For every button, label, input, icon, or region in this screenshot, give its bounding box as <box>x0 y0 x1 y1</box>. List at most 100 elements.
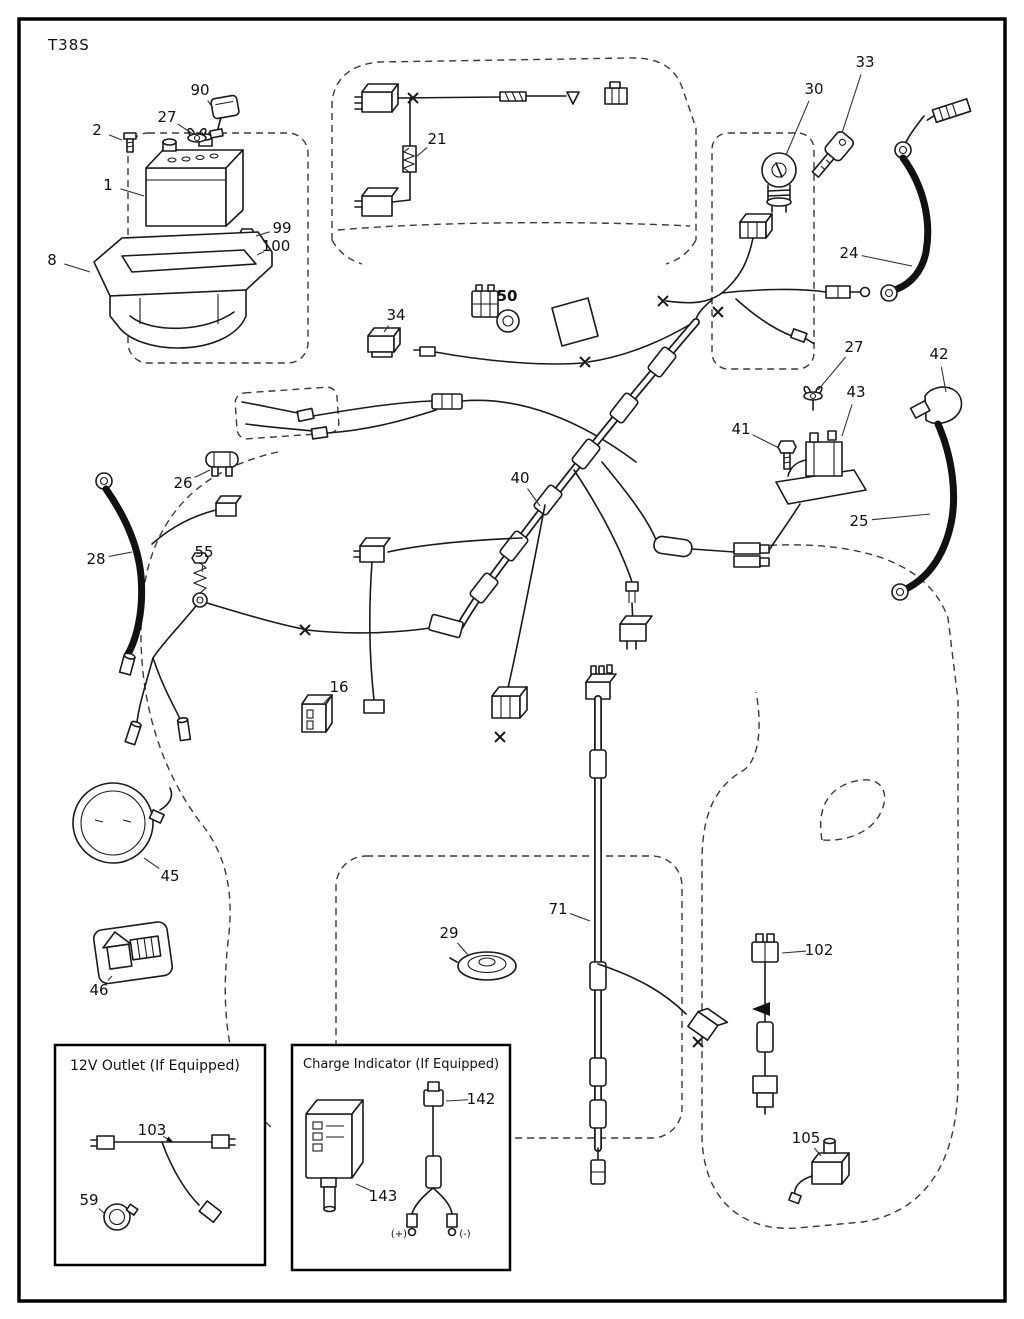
callout-27-2: 27 <box>844 338 863 356</box>
callout-leader-26 <box>194 469 211 478</box>
cable-end-connector <box>926 98 972 124</box>
fuse-holder <box>653 535 693 558</box>
callout-29: 29 <box>439 924 458 942</box>
callout-30: 30 <box>804 80 823 98</box>
hood-lip <box>331 239 697 265</box>
callout-leader-99 <box>255 231 270 237</box>
ring-terminal <box>891 583 909 601</box>
callout-leader-45 <box>143 857 160 870</box>
callout-99: 99 <box>272 219 291 237</box>
callout-90: 90 <box>190 81 209 99</box>
callout-leader-27-1 <box>177 123 194 135</box>
harness-end-connector <box>428 613 464 639</box>
callout-leader-30 <box>785 100 810 156</box>
callout-leader-29 <box>457 942 469 956</box>
callout-leader-90 <box>207 100 214 109</box>
callout-leader-1 <box>120 188 145 197</box>
callout-42: 42 <box>929 345 948 363</box>
dash-connector-group <box>665 213 871 345</box>
callout-leader-143 <box>355 1183 372 1192</box>
solenoid-group <box>767 385 867 553</box>
callout-leader-41 <box>752 434 780 449</box>
left-fender-outline <box>140 451 279 1129</box>
connector-50-group <box>471 284 599 347</box>
outlet-59 <box>103 1203 139 1231</box>
battery-cable-24 <box>880 98 972 302</box>
callout-103: 103 <box>138 1121 167 1139</box>
callout-leader-105 <box>813 1147 822 1157</box>
pin-terminal <box>789 328 815 345</box>
callout-40: 40 <box>510 469 529 487</box>
hood-connector-right <box>604 81 628 105</box>
rubber-boot <box>924 386 963 425</box>
cap-29 <box>449 951 517 981</box>
ignition-switch <box>761 152 797 213</box>
callout-leader-55 <box>201 564 204 573</box>
battery-assembly <box>123 94 256 263</box>
splice-marks <box>299 92 724 1048</box>
hour-meter-45 <box>72 782 173 864</box>
battery-side <box>225 149 244 227</box>
ground-cable-28 <box>95 472 242 676</box>
callout-43: 43 <box>846 383 865 401</box>
callout-102: 102 <box>805 941 834 959</box>
callout-1: 1 <box>103 176 113 194</box>
callout-33: 33 <box>855 53 874 71</box>
right-bracket-outline <box>820 779 886 841</box>
hour-meter-46 <box>92 921 174 985</box>
callout-leader-59 <box>98 1208 105 1214</box>
ring-connector <box>825 285 871 299</box>
round-plug <box>496 309 520 333</box>
plus-label: (+) <box>391 1229 407 1240</box>
solenoid-bolt <box>777 440 797 470</box>
dash-panel-outline <box>711 132 815 370</box>
callout-leader-102 <box>781 950 807 954</box>
callout-55: 55 <box>194 543 213 561</box>
callout-100: 100 <box>262 237 291 255</box>
fuse-26 <box>205 451 239 477</box>
callout-leader-34 <box>383 325 389 333</box>
callout-71: 71 <box>548 900 567 918</box>
mid-wire-cluster <box>241 393 637 463</box>
callout-59: 59 <box>79 1191 98 1209</box>
callout-105: 105 <box>792 1129 821 1147</box>
callout-leader-46 <box>107 975 113 981</box>
wing-nut <box>187 127 207 143</box>
branch-connector-a <box>491 686 528 719</box>
inset-12v-outlet: 12V Outlet (If Equipped) <box>53 1043 267 1267</box>
inset-charge-title: Charge Indicator (If Equipped) <box>303 1057 499 1072</box>
battery-bolt <box>123 132 137 153</box>
callout-143: 143 <box>369 1187 398 1205</box>
callout-leader-8 <box>64 263 91 273</box>
callout-leader-100 <box>256 251 265 256</box>
dash-small-outline <box>234 386 340 440</box>
solenoid <box>775 430 867 505</box>
callout-50: 50 <box>497 287 518 305</box>
harness-wraps <box>469 346 677 604</box>
fuse-21 <box>402 145 417 173</box>
callout-leader-33 <box>841 74 862 134</box>
wire-wrap-segment <box>499 91 527 102</box>
harness-71-branch-connector <box>687 1007 729 1041</box>
charge-indicator-143 <box>305 1099 364 1213</box>
callout-leader-24 <box>861 255 913 267</box>
twin-connector <box>733 542 770 568</box>
callout-leader-2 <box>108 134 123 141</box>
callout-arrow-103 <box>166 1136 173 1142</box>
callout-leader-25 <box>871 513 931 521</box>
callout-26: 26 <box>173 474 192 492</box>
callout-27-1: 27 <box>157 108 176 126</box>
callout-leader-40 <box>527 488 541 507</box>
ring-terminal <box>880 284 898 302</box>
diagram-title: T38S <box>47 36 90 54</box>
wire-102 <box>751 933 779 1115</box>
callout-2: 2 <box>92 121 102 139</box>
callout-8: 8 <box>47 251 57 269</box>
inset-outlet-box <box>53 1043 267 1267</box>
callout-leader-16 <box>323 696 331 704</box>
callout-24: 24 <box>839 244 858 262</box>
inset-charge-indicator: Charge Indicator (If Equipped) <box>290 1043 512 1272</box>
